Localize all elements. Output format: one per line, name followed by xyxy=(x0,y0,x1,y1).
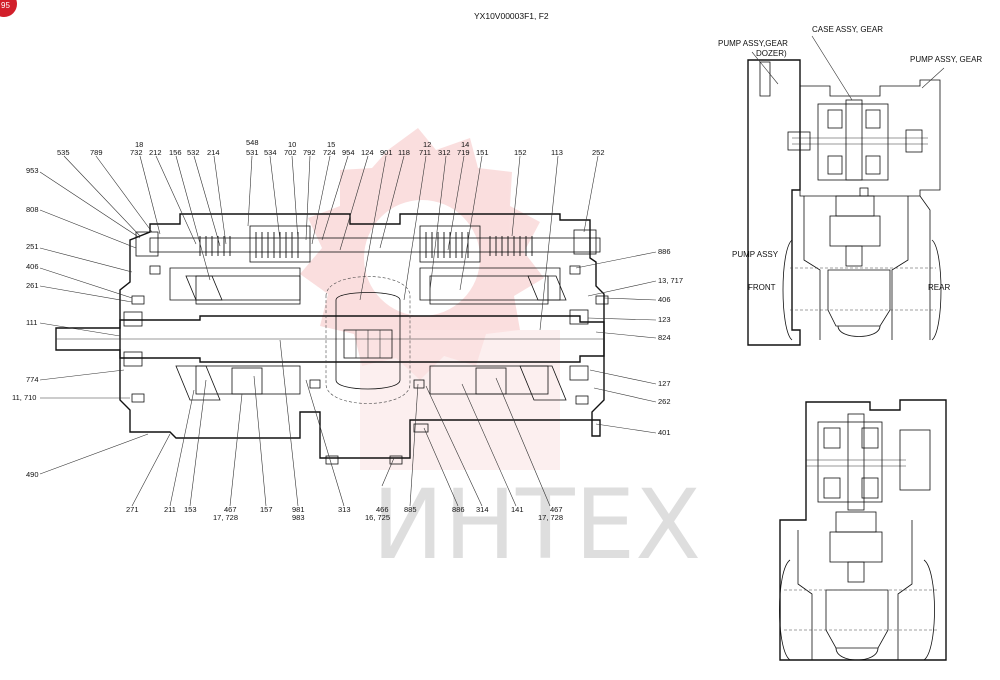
callout-leaders xyxy=(39,155,657,507)
callout-467-right: 467 xyxy=(550,505,563,514)
label-pump-assy-gear-dozer-2: DOZER) xyxy=(756,49,787,58)
callout-531: 531 xyxy=(246,148,259,157)
watermark-text: ИНТЕХ xyxy=(372,469,701,581)
callout-467-left: 467 xyxy=(224,505,237,514)
page-badge xyxy=(0,0,17,17)
callout-261: 261 xyxy=(26,281,39,290)
callout-981: 981 xyxy=(292,505,305,514)
callout-824: 824 xyxy=(658,333,671,342)
callout-548: 548 xyxy=(246,138,259,147)
callout-886-bottom: 886 xyxy=(452,505,465,514)
callout-490: 490 xyxy=(26,470,39,479)
label-pump-assy: PUMP ASSY xyxy=(732,250,779,259)
callout-466: 466 xyxy=(376,505,389,514)
callout-16-725: 16, 725 xyxy=(365,513,390,522)
callout-labels: 535 789 18 732 212 156 532 214 548 531 5… xyxy=(12,138,683,522)
callout-314: 314 xyxy=(476,505,489,514)
callout-406-right: 406 xyxy=(658,295,671,304)
label-case-assy-gear: CASE ASSY, GEAR xyxy=(812,25,883,34)
callout-313: 313 xyxy=(338,505,351,514)
drawing-title: YX10V00003F1, F2 xyxy=(474,11,549,21)
callout-211: 211 xyxy=(164,505,176,514)
label-front: FRONT xyxy=(748,283,776,292)
callout-156: 156 xyxy=(169,148,182,157)
callout-954: 954 xyxy=(342,148,355,157)
callout-262: 262 xyxy=(658,397,671,406)
callout-732: 732 xyxy=(130,148,143,157)
callout-124: 124 xyxy=(361,148,374,157)
callout-17-728-left: 17, 728 xyxy=(213,513,238,522)
callout-532: 532 xyxy=(187,148,200,157)
callout-711: 711 xyxy=(419,148,431,157)
callout-808: 808 xyxy=(26,205,39,214)
callout-774: 774 xyxy=(26,375,39,384)
side-view-top xyxy=(747,35,945,346)
callout-153: 153 xyxy=(184,505,197,514)
callout-406-left: 406 xyxy=(26,262,39,271)
callout-792: 792 xyxy=(303,148,316,157)
callout-251: 251 xyxy=(26,242,39,251)
callout-17-728-right: 17, 728 xyxy=(538,513,563,522)
callout-13-717: 13, 717 xyxy=(658,276,683,285)
callout-953: 953 xyxy=(26,166,39,175)
callout-401: 401 xyxy=(658,428,671,437)
label-pump-assy-gear: PUMP ASSY, GEAR xyxy=(910,55,982,64)
label-rear: REAR xyxy=(928,283,950,292)
callout-702: 702 xyxy=(284,148,297,157)
callout-252: 252 xyxy=(592,148,605,157)
callout-10: 10 xyxy=(288,140,296,149)
callout-14: 14 xyxy=(461,140,469,149)
callout-212: 212 xyxy=(149,148,162,157)
callout-127: 127 xyxy=(658,379,671,388)
callout-719: 719 xyxy=(457,148,470,157)
callout-113: 113 xyxy=(551,148,563,157)
callout-214: 214 xyxy=(207,148,220,157)
callout-11-710: 11, 710 xyxy=(12,393,36,402)
label-pump-assy-gear-dozer-1: PUMP ASSY,GEAR xyxy=(718,39,788,48)
callout-12: 12 xyxy=(423,140,431,149)
callout-271: 271 xyxy=(126,505,139,514)
side-view-bottom xyxy=(779,399,947,661)
callout-15: 15 xyxy=(327,140,335,149)
callout-152: 152 xyxy=(514,148,527,157)
callout-724: 724 xyxy=(323,148,336,157)
callout-534: 534 xyxy=(264,148,277,157)
callout-151: 151 xyxy=(476,148,489,157)
callout-123: 123 xyxy=(658,315,671,324)
callout-789: 789 xyxy=(90,148,103,157)
callout-983: 983 xyxy=(292,513,305,522)
callout-901: 901 xyxy=(380,148,393,157)
callout-18: 18 xyxy=(135,140,143,149)
callout-141: 141 xyxy=(511,505,524,514)
callout-111: 111 xyxy=(26,318,37,327)
callout-885: 885 xyxy=(404,505,417,514)
page-badge-text: 95 xyxy=(1,1,10,10)
callout-535: 535 xyxy=(57,148,70,157)
callout-886-right: 886 xyxy=(658,247,671,256)
callout-157: 157 xyxy=(260,505,273,514)
callout-312: 312 xyxy=(438,148,451,157)
callout-118: 118 xyxy=(398,148,410,157)
